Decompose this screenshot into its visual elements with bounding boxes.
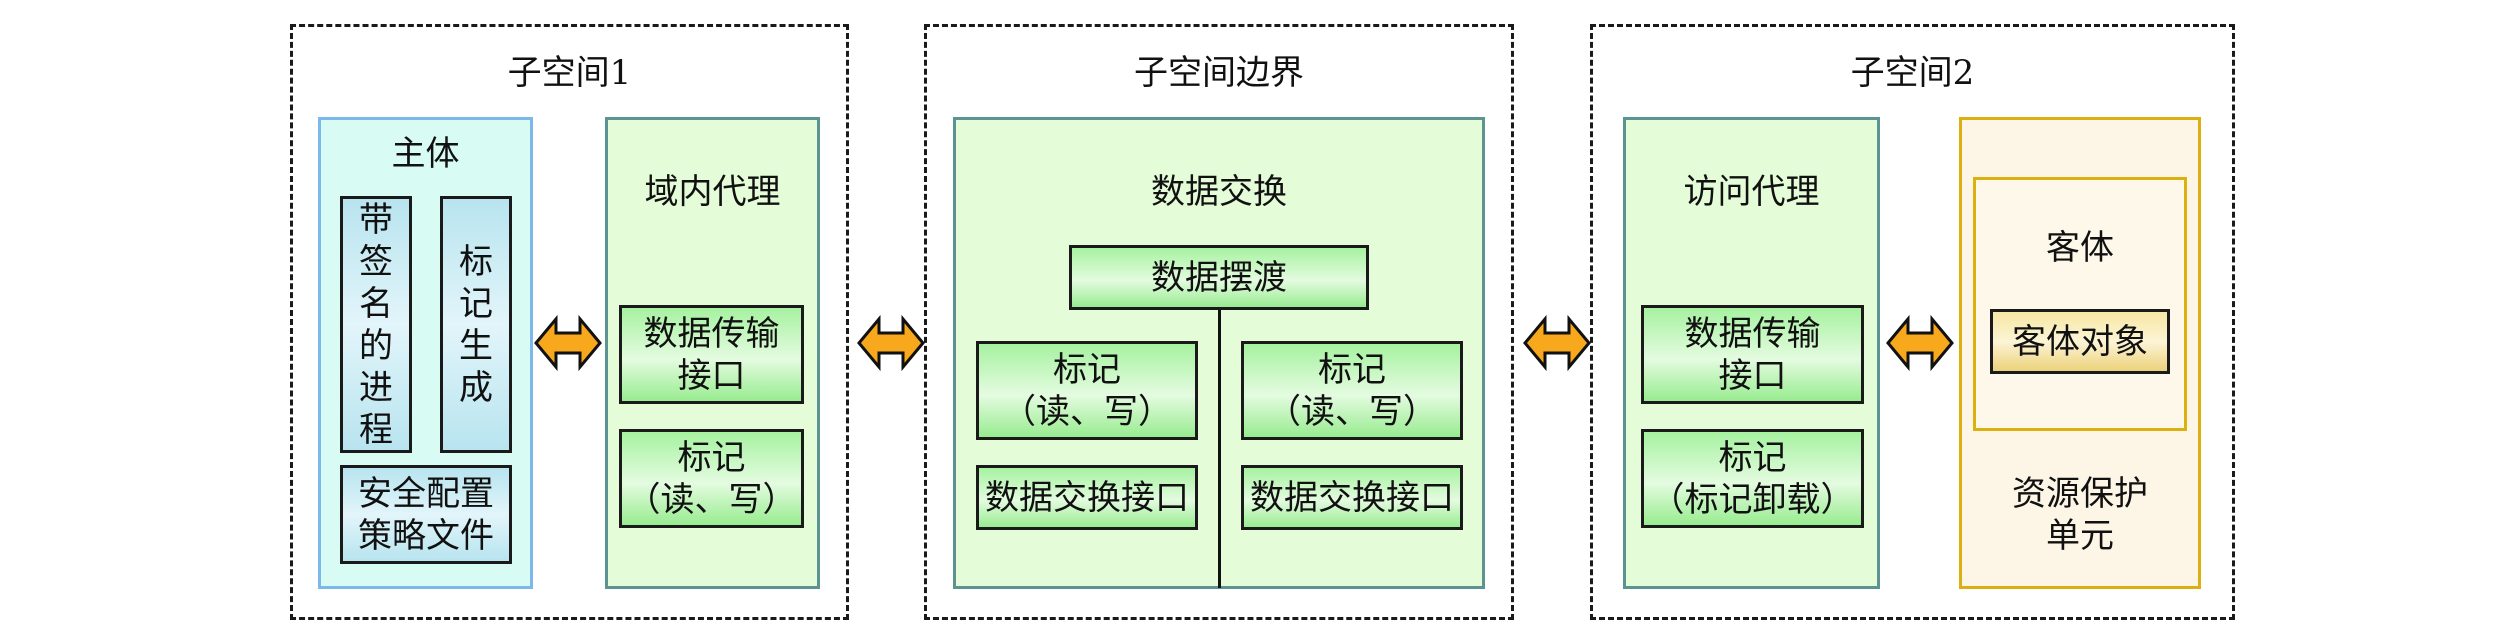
interface-line: 数据传输 [643,313,780,354]
domain-agent-title: 域内代理 [644,172,781,212]
signed-process-box: 带 签 名 的 进 程 [340,196,412,453]
data-ferry-label: 数据摆渡 [1151,257,1287,298]
object-box: 客体 [1973,177,2187,431]
resource-title-line: 资源保护 [2012,474,2148,514]
subspace-1-title: 子空间1 [507,53,632,93]
object-item-label: 客体对象 [2012,321,2148,362]
object-item-box: 客体对象 [1990,309,2170,374]
policy-file-line: 策略文件 [358,515,494,556]
mark-line: （标记卸载） [1650,479,1855,520]
policy-file-line: 安全配置 [358,473,494,514]
interface-line: 接口 [1718,355,1787,396]
signed-process-char: 名 [359,283,393,324]
signed-process-char: 带 [359,199,393,240]
mark-unload-box: 标记 （标记卸载） [1641,429,1864,528]
exchange-interface-label: 数据交换接口 [985,477,1189,518]
right-exchange-interface-box: 数据交换接口 [1241,465,1463,530]
bidirectional-arrow-icon [857,314,925,372]
signed-process-char: 签 [359,241,393,282]
mark-rw-box: 标记 （读、写） [619,429,804,528]
data-exchange-title: 数据交换 [1151,172,1287,212]
mark-line: 标记 [1718,437,1787,478]
signed-process-char: 的 [359,325,393,366]
subspace-2-frame: 子空间2 [1590,24,2235,620]
mark-generation-box: 标 记 生 成 [440,196,512,453]
mark-generation-char: 标 [459,241,493,282]
object-title: 客体 [2046,228,2114,268]
left-exchange-interface-box: 数据交换接口 [976,465,1198,530]
bidirectional-arrow-icon [534,314,602,372]
mark-line: 标记 [1053,349,1121,390]
interface-line: 接口 [677,355,746,396]
subspace-boundary-title: 子空间边界 [1134,53,1304,93]
mark-generation-char: 生 [459,325,493,366]
subspace-2-title: 子空间2 [1850,53,1975,93]
bidirectional-arrow-icon [1886,314,1954,372]
signed-process-char: 程 [359,409,393,450]
data-ferry-box: 数据摆渡 [1069,245,1369,310]
access-agent-title: 访问代理 [1683,172,1820,212]
right-mark-box: 标记 （读、写） [1241,341,1463,440]
mark-generation-char: 成 [459,367,493,408]
mark-line: 标记 [1318,349,1386,390]
mark-line: （读、写） [1002,391,1172,432]
mark-line: （读、写） [1267,391,1437,432]
resource-protection-unit-title: 资源保护 单元 [1959,470,2201,560]
signed-process-char: 进 [359,367,393,408]
mark-line: （读、写） [626,479,797,520]
subspace-boundary-frame: 子空间边界 [924,24,1514,620]
bidirectional-arrow-icon [1523,314,1591,372]
data-transmit-interface-box: 数据传输 接口 [619,305,804,404]
left-mark-box: 标记 （读、写） [976,341,1198,440]
subject-title: 主体 [391,134,460,174]
policy-file-box: 安全配置 策略文件 [340,465,512,564]
subspace-1-frame: 子空间1 [290,24,849,620]
interface-line: 数据传输 [1684,313,1821,354]
mark-line: 标记 [677,437,746,478]
exchange-interface-label: 数据交换接口 [1250,477,1454,518]
resource-title-line: 单元 [2046,516,2114,556]
exchange-connector-line [1218,308,1221,588]
access-transmit-interface-box: 数据传输 接口 [1641,305,1864,404]
mark-generation-char: 记 [459,283,493,324]
